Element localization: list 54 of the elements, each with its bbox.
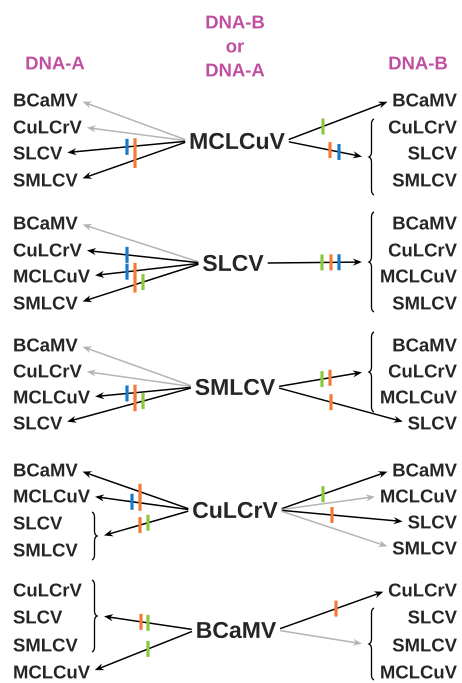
virus-name: MCLCuV xyxy=(14,665,90,679)
virus-name: SLCV xyxy=(14,416,62,430)
virus-name: SMLCV xyxy=(392,638,457,652)
column-heading: DNA-B or DNA-A xyxy=(206,16,264,76)
virus-name: SMLCV xyxy=(14,296,78,310)
virus-name: CuLCrV xyxy=(388,364,457,378)
virus-name: CuLCrV xyxy=(14,243,82,257)
virus-name: SLCV xyxy=(14,146,62,160)
virus-name: BCaMV xyxy=(393,216,457,230)
virus-name: SLCV xyxy=(408,416,457,430)
virus-name: CuLCrV xyxy=(388,583,457,597)
virus-name: BCaMV xyxy=(14,338,78,352)
virus-name: CuLCrV xyxy=(14,364,82,378)
brace xyxy=(368,332,374,413)
virus-name: CuLCrV xyxy=(14,583,82,597)
virus-name: BCaMV xyxy=(393,338,457,352)
virus-name: SMLCV xyxy=(14,543,78,557)
central-virus-name: MCLCuV xyxy=(190,132,285,150)
virus-name: SMLCV xyxy=(14,173,78,187)
brace xyxy=(92,512,98,561)
virus-name: SMLCV xyxy=(392,541,457,555)
virus-name: SMLCV xyxy=(392,296,457,310)
virus-name: SMLCV xyxy=(14,638,78,652)
virus-name: MCLCuV xyxy=(381,269,457,283)
brace xyxy=(368,607,374,681)
virus-name: BCaMV xyxy=(14,93,78,107)
central-virus-name: CuLCrV xyxy=(193,502,278,518)
central-virus-name: SMLCV xyxy=(195,378,276,396)
brace xyxy=(92,580,98,653)
virus-name: SLCV xyxy=(408,515,457,529)
column-heading: DNA-A xyxy=(26,56,84,70)
virus-name: MCLCuV xyxy=(381,489,457,503)
virus-name: SMLCV xyxy=(392,173,457,187)
virus-name: BCaMV xyxy=(14,216,78,230)
brace xyxy=(368,212,374,313)
virus-name: MCLCuV xyxy=(14,390,90,404)
virus-name: MCLCuV xyxy=(381,390,457,404)
central-virus-name: BCaMV xyxy=(197,622,276,638)
virus-name: BCaMV xyxy=(14,463,78,477)
virus-name: SLCV xyxy=(14,516,62,530)
virus-name: MCLCuV xyxy=(381,665,457,679)
virus-name: CuLCrV xyxy=(14,120,82,134)
virus-name: SLCV xyxy=(408,146,457,160)
virus-name: CuLCrV xyxy=(388,120,457,134)
virus-name: MCLCuV xyxy=(14,269,90,283)
brace xyxy=(368,118,374,196)
virus-name: SLCV xyxy=(408,610,457,624)
central-virus-name: SLCV xyxy=(202,254,264,272)
virus-name: MCLCuV xyxy=(14,489,90,503)
virus-name: SLCV xyxy=(14,610,62,624)
virus-name: CuLCrV xyxy=(388,243,457,257)
virus-name: BCaMV xyxy=(393,93,457,107)
column-heading: DNA-B xyxy=(389,56,447,70)
virus-name: BCaMV xyxy=(393,463,457,477)
